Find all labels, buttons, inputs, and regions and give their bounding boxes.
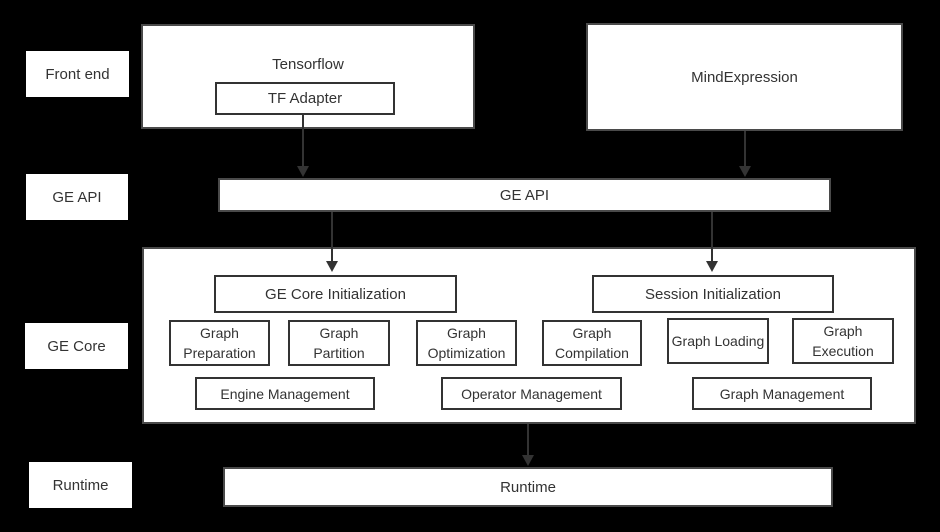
arrow-ge-api-to-ge-core-initialization <box>326 212 338 272</box>
arrow-ge-api-to-session-initialization <box>706 212 718 272</box>
engine-management-box: Engine Management <box>195 377 375 410</box>
ge-core-container: GE Core Initialization Session Initializ… <box>142 247 916 424</box>
graph-execution-box: Graph Execution <box>792 318 894 364</box>
layer-label-ge-api: GE API <box>26 174 128 220</box>
arrow-ge-core-to-runtime <box>522 424 534 466</box>
layer-label-runtime: Runtime <box>29 462 132 508</box>
runtime-bar: Runtime <box>223 467 833 507</box>
arrow-mindexpression-to-ge-api <box>739 131 751 177</box>
tensorflow-title: Tensorflow <box>272 56 344 73</box>
session-initialization-box: Session Initialization <box>592 275 834 313</box>
graph-management-box: Graph Management <box>692 377 872 410</box>
arrow-tf-adapter-to-ge-api <box>297 113 309 177</box>
layer-label-front-end: Front end <box>26 51 129 97</box>
graph-optimization-box: Graph Optimization <box>416 320 517 366</box>
graph-preparation-box: Graph Preparation <box>169 320 270 366</box>
ge-api-bar: GE API <box>218 178 831 212</box>
operator-management-box: Operator Management <box>441 377 622 410</box>
graph-partition-box: Graph Partition <box>288 320 390 366</box>
tf-adapter-box: TF Adapter <box>215 82 395 115</box>
graph-loading-box: Graph Loading <box>667 318 769 364</box>
layer-label-ge-core: GE Core <box>25 323 128 369</box>
ge-core-initialization-box: GE Core Initialization <box>214 275 457 313</box>
tensorflow-box: Tensorflow TF Adapter <box>141 24 475 129</box>
mindexpression-box: MindExpression <box>586 23 903 131</box>
graph-compilation-box: Graph Compilation <box>542 320 642 366</box>
